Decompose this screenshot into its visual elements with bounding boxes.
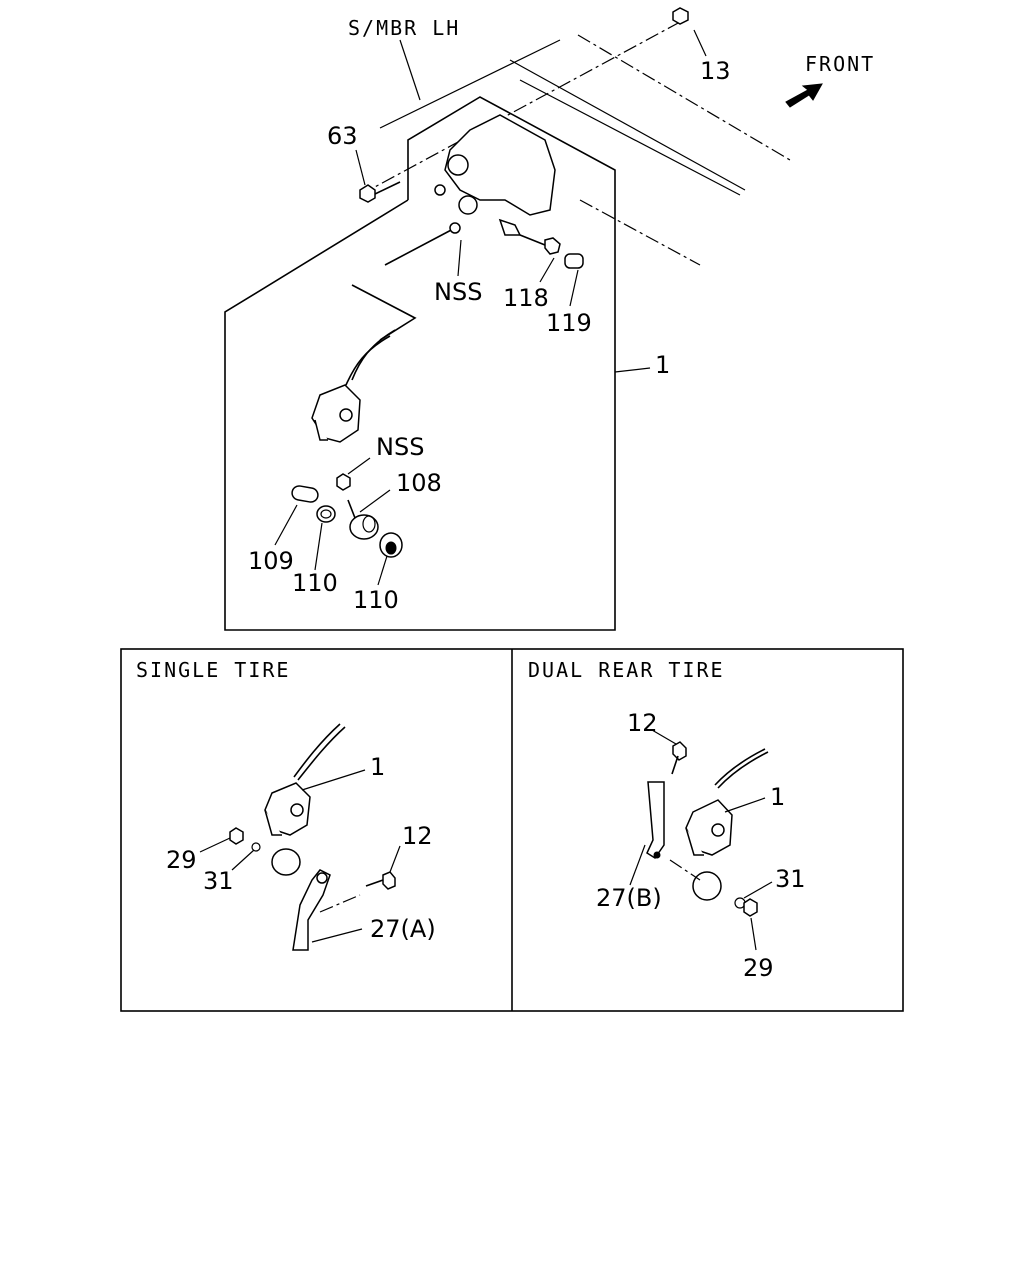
single-tire-panel: SINGLE TIRE 1 12 29 31 27(A) bbox=[136, 658, 436, 951]
dual-part-31-label: 31 bbox=[775, 865, 806, 893]
part-119-label: 119 bbox=[546, 309, 592, 337]
pin-109 bbox=[291, 485, 319, 503]
part-109-label: 109 bbox=[248, 547, 294, 575]
dual-part-29-label: 29 bbox=[743, 954, 774, 982]
nut-13 bbox=[672, 7, 689, 25]
single-part-1-label: 1 bbox=[370, 753, 385, 781]
dual-part-27-label: 27(B) bbox=[596, 884, 662, 912]
front-arrow-icon bbox=[785, 83, 823, 108]
part-110-label-b: 110 bbox=[353, 586, 399, 614]
dual-part-1-label: 1 bbox=[770, 783, 785, 811]
nss-lower-label: NSS bbox=[376, 433, 424, 461]
cap-119 bbox=[564, 253, 584, 269]
dual-rear-tire-panel: DUAL REAR TIRE 12 1 31 27(B) 29 bbox=[528, 658, 806, 982]
bolt-118 bbox=[519, 234, 561, 255]
single-part-12-label: 12 bbox=[402, 822, 433, 850]
single-part-27-label: 27(A) bbox=[370, 915, 436, 943]
bolt-63 bbox=[359, 181, 401, 203]
single-part-29-label: 29 bbox=[166, 846, 197, 874]
single-part-31-label: 31 bbox=[203, 867, 234, 895]
part-118-label: 118 bbox=[503, 284, 549, 312]
part-108-label: 108 bbox=[396, 469, 442, 497]
front-label: FRONT bbox=[805, 52, 875, 76]
nss-upper-label: NSS bbox=[434, 278, 482, 306]
main-assembly: S/MBR LH FRONT 13 63 NSS 118 119 1 NSS 1… bbox=[224, 7, 875, 631]
part-110-label-a: 110 bbox=[292, 569, 338, 597]
single-tire-title: SINGLE TIRE bbox=[136, 658, 290, 682]
dual-tire-title: DUAL REAR TIRE bbox=[528, 658, 725, 682]
part-13-label: 13 bbox=[700, 57, 731, 85]
side-member-label: S/MBR LH bbox=[348, 16, 460, 40]
dual-part-12-label: 12 bbox=[627, 709, 658, 737]
part-63-label: 63 bbox=[327, 122, 358, 150]
part-1-label: 1 bbox=[655, 351, 670, 379]
